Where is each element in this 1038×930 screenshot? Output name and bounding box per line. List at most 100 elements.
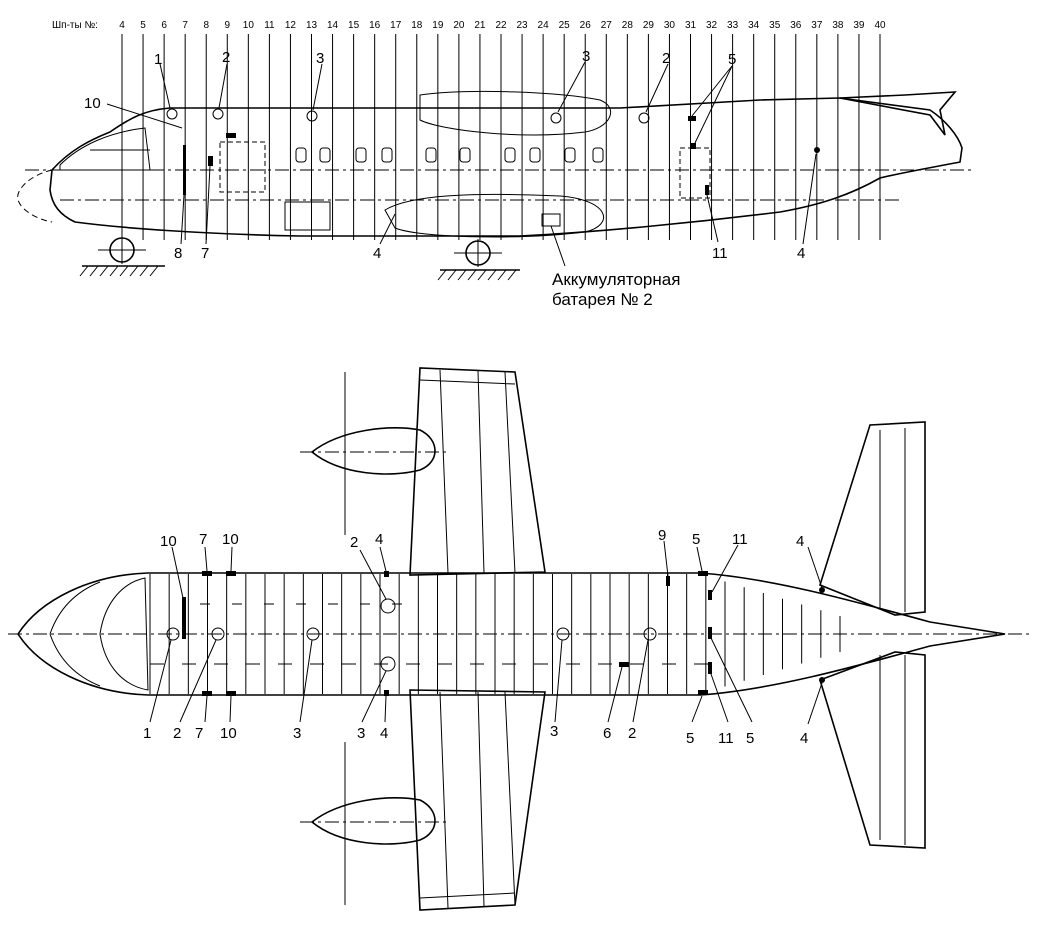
engine-nacelle-side (419, 90, 612, 136)
top-label-11a: 11 (732, 531, 748, 548)
top-label-11b: 11 (718, 730, 734, 747)
wing-lower (409, 689, 546, 911)
frame-number: 30 (664, 20, 676, 31)
top-label-4a: 4 (375, 531, 383, 548)
side-label-5: 5 (728, 51, 736, 68)
top-label-5a: 5 (692, 531, 700, 548)
tail-fin-side (839, 91, 957, 136)
frame-number: 12 (285, 20, 297, 31)
wing-fairing-side (384, 193, 604, 238)
frame-number: 6 (161, 20, 167, 31)
frame-number: 37 (811, 20, 823, 31)
top-label-3a: 3 (293, 725, 301, 742)
frame-number: 29 (643, 20, 655, 31)
frame-number: 18 (411, 20, 423, 31)
marker-5a (688, 116, 696, 121)
top-label-5c: 5 (746, 730, 754, 747)
point-3 (306, 110, 318, 122)
cabin-window (564, 147, 576, 163)
top-label-4-tail-a: 4 (796, 533, 804, 550)
side-label-8: 8 (174, 245, 182, 262)
frame-number: 33 (727, 20, 739, 31)
side-label-2: 2 (222, 49, 230, 66)
top-point-2c (643, 627, 657, 641)
cabin-window (319, 147, 331, 163)
marker-4-tail (814, 147, 820, 153)
nose-lines (49, 581, 101, 687)
side-label-7: 7 (201, 245, 209, 262)
frames-label: Шп-ты №: (52, 20, 98, 31)
frame-number: 36 (790, 20, 802, 31)
point-1 (166, 108, 178, 120)
cabin-window (381, 147, 393, 163)
top-label-2a: 2 (350, 534, 358, 551)
frame-number: 34 (748, 20, 760, 31)
side-label-3: 3 (316, 50, 324, 67)
entry-door (219, 141, 266, 193)
engine-nacelle-upper (300, 372, 450, 535)
cabin-window (504, 147, 516, 163)
side-label-3b: 3 (582, 48, 590, 65)
side-label-2b: 2 (662, 50, 670, 67)
frame-number: 7 (182, 20, 188, 31)
frame-number: 23 (516, 20, 528, 31)
frame-number: 39 (853, 20, 865, 31)
top-label-9: 9 (658, 527, 666, 544)
top-label-10a: 10 (160, 533, 177, 550)
cabin-window (355, 147, 367, 163)
top-point-3 (306, 627, 320, 641)
cabin-window (459, 147, 471, 163)
top-label-10c: 10 (220, 725, 237, 742)
frame-number: 15 (348, 20, 360, 31)
frame-number: 10 (243, 20, 255, 31)
frame-number: 26 (580, 20, 592, 31)
cabin-window (529, 147, 541, 163)
top-point-2b (380, 598, 396, 614)
frame-number: 20 (453, 20, 465, 31)
radome-dashed (17, 169, 53, 223)
cargo-door (284, 201, 331, 231)
top-leaders (149, 540, 823, 725)
top-label-6: 6 (603, 725, 611, 742)
top-point-1 (166, 627, 180, 641)
wing-upper-panels (419, 369, 516, 574)
cabin-windows (295, 147, 604, 163)
side-leaders (106, 61, 817, 267)
top-view: 10 7 10 2 4 9 5 11 4 1 2 7 10 3 3 4 3 6 … (8, 367, 1030, 911)
tail-lower-panels (879, 655, 906, 845)
frame-number: 11 (264, 20, 275, 31)
frame-number: 13 (306, 20, 318, 31)
marker-8 (183, 145, 186, 195)
top-label-3b: 3 (357, 725, 365, 742)
top-label-3c: 3 (550, 723, 558, 740)
frame-number: 8 (203, 20, 209, 31)
cabin-window (425, 147, 437, 163)
marker-7a (226, 133, 236, 138)
top-label-2c: 2 (628, 725, 636, 742)
tail-lower (819, 651, 926, 849)
frame-number: 22 (495, 20, 507, 31)
nose-gear (79, 236, 165, 277)
frame-number: 4 (119, 20, 125, 31)
top-label-5b: 5 (686, 730, 694, 747)
side-label-10: 10 (84, 95, 101, 112)
frame-number: 38 (832, 20, 844, 31)
frame-number: 16 (369, 20, 381, 31)
point-3b (550, 112, 562, 124)
side-label-4-tail: 4 (797, 245, 805, 262)
top-label-7a: 7 (199, 531, 207, 548)
point-2 (212, 108, 224, 120)
frame-number: 24 (538, 20, 550, 31)
side-label-11: 11 (712, 245, 728, 262)
wing-upper (409, 367, 546, 576)
marker-5b (690, 143, 696, 149)
cabin-window (592, 147, 604, 163)
top-label-10b: 10 (222, 531, 239, 548)
fuselage-outline-side (49, 97, 963, 237)
top-markers (182, 571, 825, 696)
top-label-4-tail-b: 4 (800, 730, 808, 747)
frame-number: 27 (601, 20, 613, 31)
